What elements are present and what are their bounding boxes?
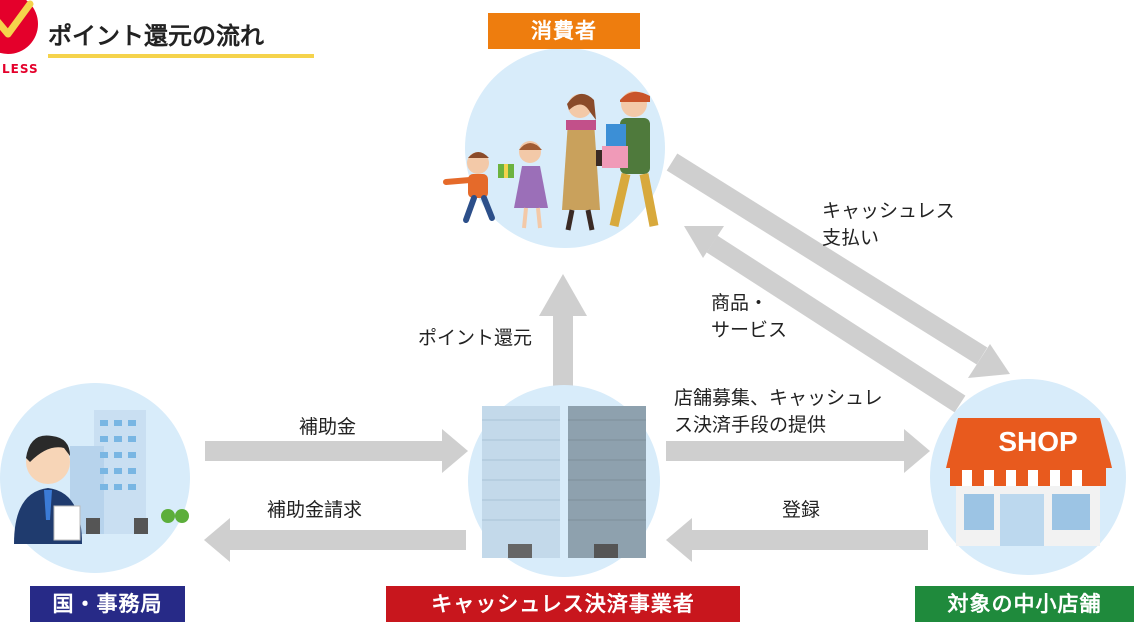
government-tag: 国・事務局 [30, 586, 185, 622]
subsidy-label: 補助金 [299, 416, 357, 438]
cashless-payment-label: キャッシュレス 支払い [822, 200, 955, 249]
logo-text: LESS [2, 62, 39, 76]
registration-arrow [666, 518, 928, 562]
consumer-tag: 消費者 [488, 13, 640, 49]
shop-tag: 対象の中小店舗 [915, 586, 1134, 622]
point-return-arrow [539, 274, 587, 386]
government-office-illustration [0, 383, 190, 573]
goods-services-arrow [684, 226, 966, 413]
point-return-label: ポイント還元 [418, 327, 533, 349]
cashless-payment-arrow [666, 153, 1010, 378]
cashless-logo-icon [0, 0, 38, 54]
goods-services-label: 商品・ サービス [711, 292, 788, 341]
shop-sign-text: SHOP [998, 426, 1078, 457]
consumer-family-illustration [443, 48, 665, 248]
recruitment-arrow [666, 429, 930, 473]
shop-store-illustration [930, 379, 1126, 575]
payment-provider-tag: キャッシュレス決済事業者 [386, 586, 740, 622]
recruitment-label: 店舗募集、キャッシュレ ス決済手段の提供 [674, 387, 883, 436]
payment-provider-buildings-illustration [468, 385, 660, 577]
page-title: ポイント還元の流れ [48, 22, 264, 50]
subsidy-request-arrow [204, 518, 466, 562]
registration-label: 登録 [782, 499, 821, 521]
subsidy-request-label: 補助金請求 [267, 499, 363, 521]
subsidy-arrow [205, 429, 468, 473]
title-underline [48, 54, 314, 58]
